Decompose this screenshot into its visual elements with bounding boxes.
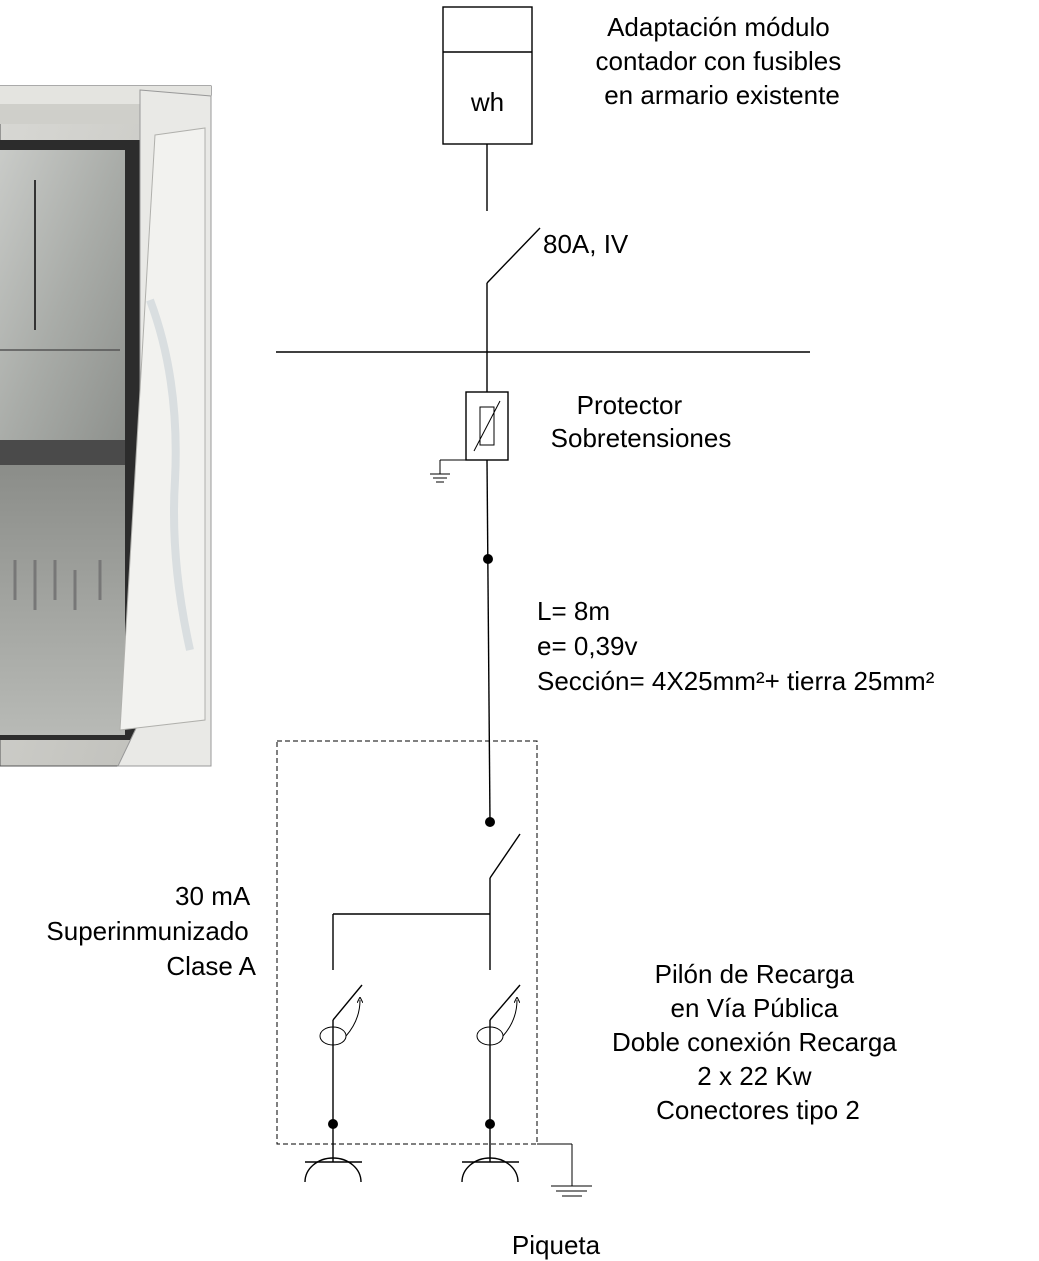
differential-label: 30 mA Superinmunizado Clase A bbox=[46, 881, 256, 981]
charging-post-label: Pilón de Recarga en Vía Pública Doble co… bbox=[612, 959, 904, 1125]
charging-post-label-line: 2 x 22 Kw bbox=[697, 1061, 811, 1091]
cable-section: Sección= 4X25mm²+ tierra 25mm² bbox=[537, 666, 935, 696]
differential-label-line: 30 mA bbox=[175, 881, 251, 911]
meter-caption-line: Adaptación módulo bbox=[607, 12, 830, 42]
surge-protector-label-line: Protector bbox=[577, 390, 683, 420]
surge-protector-label-line: Sobretensiones bbox=[551, 423, 732, 453]
charging-post-label-line: en Vía Pública bbox=[671, 993, 839, 1023]
charging-post-label-line: Doble conexión Recarga bbox=[612, 1027, 897, 1057]
meter-box bbox=[442, 6, 533, 145]
main-switch-label: 80A, IV bbox=[543, 229, 629, 259]
differential-label-line: Superinmunizado bbox=[46, 916, 248, 946]
cable-wire bbox=[486, 459, 491, 823]
ground-rod-icon bbox=[537, 1143, 592, 1197]
cabinet-photo bbox=[0, 85, 212, 767]
main-switch-symbol bbox=[486, 227, 541, 284]
meter-caption-line: contador con fusibles bbox=[596, 46, 842, 76]
outlet-connector-icon bbox=[304, 1124, 362, 1183]
ground-label: Piqueta bbox=[512, 1230, 601, 1260]
charging-post-label-line: Pilón de Recarga bbox=[655, 959, 855, 989]
charging-post-enclosure bbox=[276, 740, 538, 1145]
outlet-connector-icon bbox=[461, 1124, 519, 1183]
surge-protector-symbol bbox=[465, 391, 509, 461]
junction-dot bbox=[485, 817, 495, 827]
surge-protector-label: Protector Sobretensiones bbox=[551, 390, 732, 453]
ground-icon bbox=[430, 459, 466, 483]
charging-post-label-line: Conectores tipo 2 bbox=[656, 1095, 860, 1125]
meter-caption: Adaptación módulo contador con fusibles … bbox=[596, 12, 849, 110]
junction-dot bbox=[483, 554, 493, 564]
cable-specs: L= 8m e= 0,39v Sección= 4X25mm²+ tierra … bbox=[537, 596, 935, 696]
differential-breaker-left bbox=[319, 984, 362, 1124]
differential-breaker-right bbox=[476, 984, 521, 1124]
post-main-switch-symbol bbox=[489, 833, 521, 879]
cable-length: L= 8m bbox=[537, 596, 610, 626]
meter-caption-line: en armario existente bbox=[604, 80, 840, 110]
differential-label-line: Clase A bbox=[166, 951, 256, 981]
cable-voltage-drop: e= 0,39v bbox=[537, 631, 637, 661]
meter-label: wh bbox=[470, 87, 504, 117]
